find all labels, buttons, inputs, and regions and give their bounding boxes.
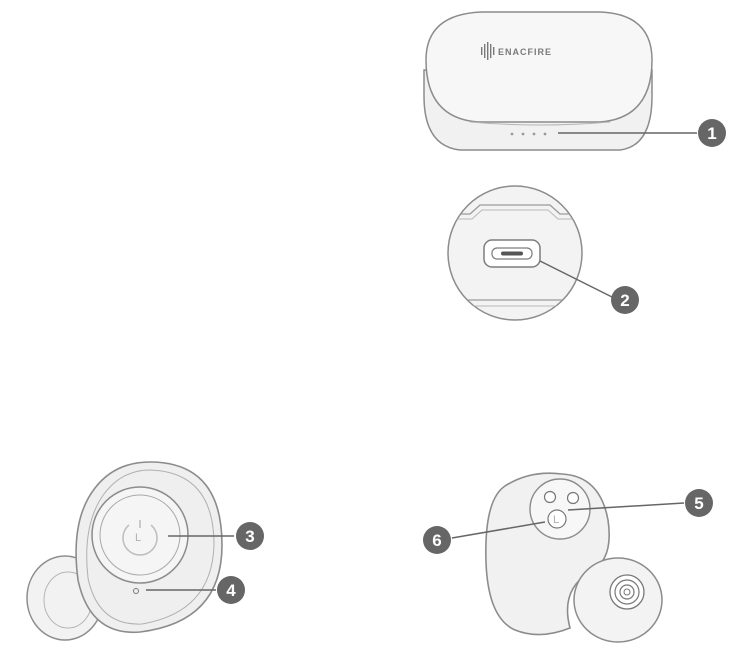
enacfire-logo: ENACFIRE (481, 42, 552, 60)
earbud-back-view: L (485, 472, 663, 643)
callout-2: 2 (611, 286, 639, 314)
charging-contact-left (543, 490, 557, 504)
callout-3: 3 (236, 522, 264, 550)
microphone-hole (133, 588, 139, 594)
svg-text:1: 1 (707, 124, 716, 143)
callout-5: 5 (685, 489, 713, 517)
left-marker-front: L (135, 532, 141, 544)
callout-6: 6 (423, 526, 451, 554)
svg-text:4: 4 (226, 581, 236, 600)
svg-text:2: 2 (620, 291, 629, 310)
left-marker-back: L (553, 514, 559, 526)
callout-4: 4 (217, 576, 245, 604)
svg-text:5: 5 (694, 494, 703, 513)
usb-c-connector (501, 251, 523, 256)
usb-port-detail (447, 185, 583, 321)
brand-logo-text: ENACFIRE (498, 47, 552, 57)
left-right-marker-circle (547, 509, 567, 529)
case-indicator-leds (510, 132, 547, 136)
callout-1: 1 (698, 119, 726, 147)
svg-text:3: 3 (245, 527, 254, 546)
earbud-front-view: L (26, 461, 223, 641)
callout-leaders (146, 132, 697, 591)
svg-text:6: 6 (432, 531, 441, 550)
charging-case: ENACFIRE (423, 11, 653, 151)
touch-control-panel (91, 486, 189, 584)
power-icon (122, 524, 158, 556)
charging-contact-right (566, 491, 580, 505)
